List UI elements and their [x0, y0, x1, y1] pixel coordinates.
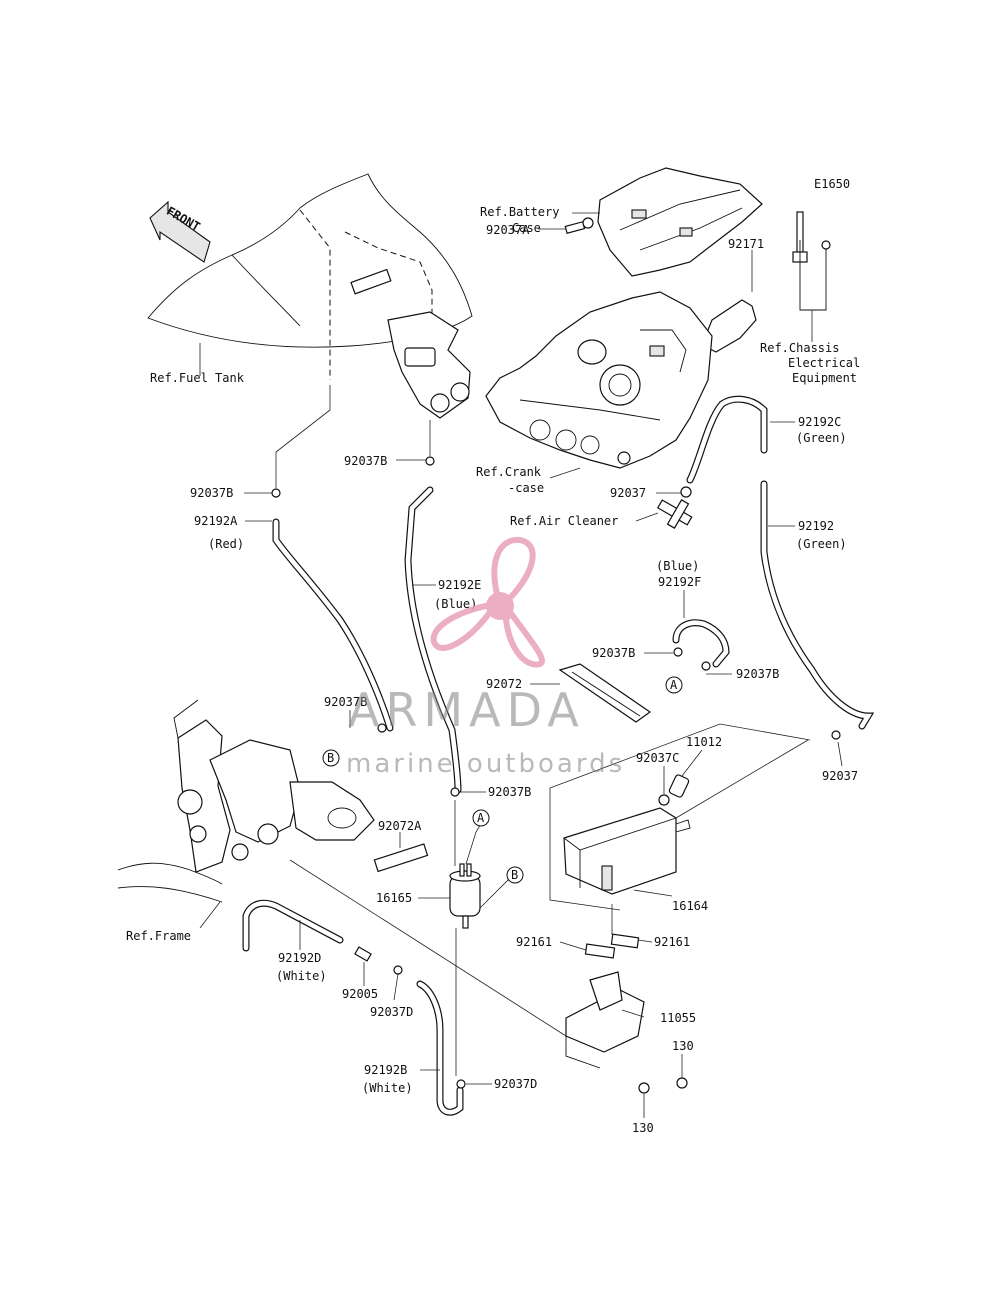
- clamps: [271, 456, 841, 1089]
- svg-text:92037D: 92037D: [494, 1077, 537, 1091]
- svg-text:92037: 92037: [610, 486, 646, 500]
- svg-text:92192: 92192: [798, 519, 834, 533]
- svg-text:92037A: 92037A: [486, 223, 530, 237]
- hose-92192A: [272, 518, 394, 732]
- callout-b-left: B: [322, 749, 340, 767]
- svg-text:Case: Case: [512, 221, 541, 235]
- svg-text:92192E: 92192E: [438, 578, 481, 592]
- svg-text:92192A: 92192A: [194, 514, 238, 528]
- crankcase-drawing: [485, 291, 713, 469]
- svg-text:B: B: [327, 751, 334, 765]
- svg-text:Ref.Crank: Ref.Crank: [476, 465, 542, 479]
- svg-text:Ref.Battery: Ref.Battery: [480, 205, 559, 219]
- svg-text:(White): (White): [362, 1081, 413, 1095]
- svg-text:92005: 92005: [342, 987, 378, 1001]
- svg-text:130: 130: [632, 1121, 654, 1135]
- leader-lines: [199, 212, 843, 1118]
- front-arrow-icon: FRONT: [149, 200, 211, 263]
- strap-92072A-icon: [373, 843, 429, 873]
- svg-text:92192F: 92192F: [658, 575, 701, 589]
- svg-text:92037B: 92037B: [344, 454, 387, 468]
- fuel-tank-drawing: [147, 173, 473, 419]
- svg-text:(Blue): (Blue): [434, 597, 477, 611]
- bracket-11055-icon: [565, 971, 645, 1069]
- bolt-130-top-icon: [676, 1077, 688, 1089]
- part-labels: E1650 Ref.Battery Case 92037A 92171 Ref.…: [126, 177, 860, 1135]
- hose-92192B: [416, 980, 464, 1116]
- svg-text:A: A: [670, 678, 678, 692]
- part-11012-icon: [668, 774, 690, 798]
- svg-text:Ref.Frame: Ref.Frame: [126, 929, 191, 943]
- callout-b-filter: B: [506, 866, 524, 884]
- frame-drawing: [117, 699, 375, 903]
- svg-text:-case: -case: [508, 481, 544, 495]
- svg-text:92072: 92072: [486, 677, 522, 691]
- svg-text:11055: 11055: [660, 1011, 696, 1025]
- hose-92192: [760, 480, 875, 730]
- svg-text:Equipment: Equipment: [792, 371, 857, 385]
- svg-text:92037B: 92037B: [324, 695, 367, 709]
- svg-text:Ref.Air Cleaner: Ref.Air Cleaner: [510, 514, 618, 528]
- svg-text:92037B: 92037B: [736, 667, 779, 681]
- svg-text:11012: 11012: [686, 735, 722, 749]
- svg-text:92192D: 92192D: [278, 951, 321, 965]
- hose-92192C: [686, 395, 768, 484]
- battery-case-drawing: [564, 167, 763, 277]
- callout-a-top: A: [665, 676, 683, 694]
- svg-text:(Blue): (Blue): [656, 559, 699, 573]
- svg-text:92192B: 92192B: [364, 1063, 407, 1077]
- svg-text:92037B: 92037B: [190, 486, 233, 500]
- callout-a-filter: A: [472, 809, 490, 827]
- bolt-130-bottom-icon: [638, 1082, 650, 1094]
- svg-text:92037C: 92037C: [636, 751, 679, 765]
- svg-text:Ref.Fuel Tank: Ref.Fuel Tank: [150, 371, 245, 385]
- svg-text:92171: 92171: [728, 237, 764, 251]
- hose-92192E: [404, 486, 462, 794]
- svg-text:92161: 92161: [516, 935, 552, 949]
- svg-text:92037B: 92037B: [488, 785, 531, 799]
- svg-text:(Green): (Green): [796, 537, 847, 551]
- pad-92161-right-icon: [610, 933, 640, 949]
- diagram-id: E1650: [814, 177, 850, 191]
- svg-text:(Green): (Green): [796, 431, 847, 445]
- svg-text:(Red): (Red): [208, 537, 244, 551]
- svg-text:92037B: 92037B: [592, 646, 635, 660]
- svg-text:92161: 92161: [654, 935, 690, 949]
- hose-92192D: [242, 899, 344, 952]
- filter-16165-icon: [449, 863, 481, 929]
- svg-text:Electrical: Electrical: [788, 356, 860, 370]
- air-cleaner-fitting-icon: [656, 499, 693, 529]
- svg-text:92037: 92037: [822, 769, 858, 783]
- svg-text:92037D: 92037D: [370, 1005, 413, 1019]
- watermark-tagline: marine outboards: [346, 749, 625, 779]
- svg-text:(White): (White): [276, 969, 327, 983]
- svg-text:130: 130: [672, 1039, 694, 1053]
- strap-92072-icon: [558, 663, 652, 723]
- fitting-92005-icon: [354, 946, 372, 962]
- canister-16164-icon: [563, 807, 691, 895]
- watermark-brand: ARMADA: [348, 683, 585, 737]
- svg-text:16164: 16164: [672, 899, 708, 913]
- svg-text:92072A: 92072A: [378, 819, 422, 833]
- chassis-bracket-drawing: [703, 211, 831, 353]
- armada-logo-icon: [430, 536, 545, 668]
- svg-text:16165: 16165: [376, 891, 412, 905]
- pad-92161-left-icon: [584, 943, 616, 959]
- svg-text:A: A: [477, 811, 485, 825]
- svg-text:Ref.Chassis: Ref.Chassis: [760, 341, 839, 355]
- svg-text:92192C: 92192C: [798, 415, 841, 429]
- svg-text:B: B: [511, 868, 518, 882]
- hose-92192F: [672, 619, 730, 668]
